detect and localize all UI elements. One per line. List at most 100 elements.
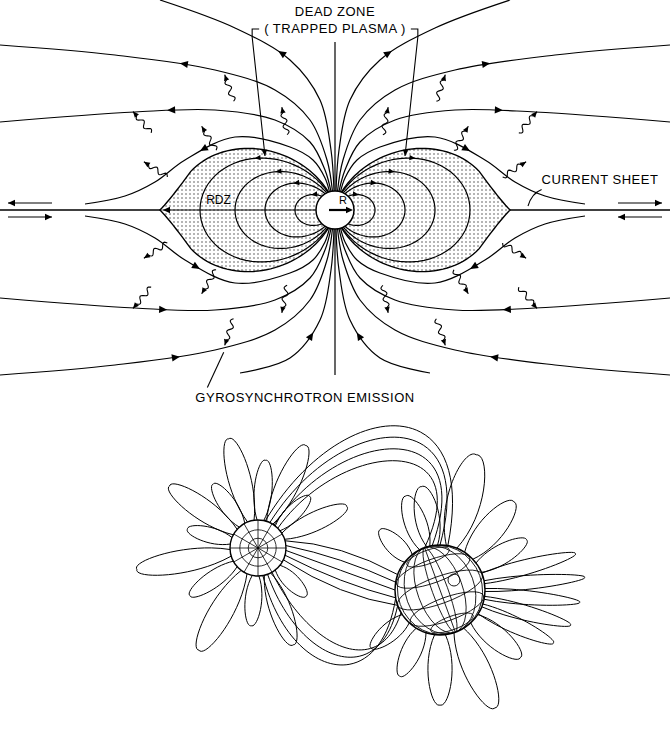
open-field-line xyxy=(338,229,670,375)
field-loop xyxy=(168,484,237,535)
star-grid xyxy=(385,533,495,646)
connecting-field-line xyxy=(285,555,396,598)
emission-arrow xyxy=(202,126,217,150)
arrowhead xyxy=(202,126,207,133)
connecting-field-line xyxy=(274,449,442,546)
leader-lines xyxy=(207,29,541,388)
field-loop xyxy=(454,628,499,709)
emission-arrow xyxy=(454,126,468,150)
star-grid xyxy=(382,532,497,647)
radius-arrow xyxy=(329,209,348,211)
bracket-leader xyxy=(252,29,265,156)
dead-zone-label: DEAD ZONE xyxy=(293,5,377,20)
star-grid xyxy=(258,548,272,572)
emission-arrow xyxy=(436,75,445,102)
arrowhead xyxy=(262,150,267,156)
arrowhead xyxy=(200,144,209,151)
field-loop xyxy=(267,445,309,525)
current-sheet-leader xyxy=(528,189,542,206)
star-grid xyxy=(258,548,286,549)
arrowhead xyxy=(133,302,139,308)
open-field-line xyxy=(341,216,586,283)
field-loop xyxy=(465,500,517,559)
magnetosphere xyxy=(0,0,670,375)
arrowhead xyxy=(618,214,625,220)
closed-field-line xyxy=(343,172,435,249)
field-loop xyxy=(282,504,348,539)
star-pole xyxy=(448,574,460,586)
radius-arrow xyxy=(163,209,316,210)
connecting-field-line xyxy=(265,426,452,546)
arrowhead xyxy=(384,306,389,312)
open-field-line xyxy=(339,229,670,311)
bracket-leader xyxy=(405,29,418,156)
current-sheet-line xyxy=(510,209,670,211)
emission-label: GYROSYNCHROTRON EMISSION xyxy=(193,391,416,406)
arrowhead xyxy=(224,339,229,346)
open-field-line xyxy=(339,109,670,191)
emission-arrow xyxy=(225,319,234,346)
star-grid xyxy=(403,540,476,640)
open-field-line xyxy=(341,137,586,204)
arrowhead xyxy=(482,61,490,68)
emission-arrow xyxy=(503,243,526,258)
emission-arrow xyxy=(519,112,537,133)
arrowhead xyxy=(503,306,511,313)
emission-arrow xyxy=(503,162,526,178)
arrowhead xyxy=(280,107,285,113)
arrowhead xyxy=(133,112,139,118)
field-loop xyxy=(379,529,413,563)
connecting-field-line xyxy=(285,541,398,575)
connecting-field-line xyxy=(286,550,395,590)
emission-leader xyxy=(207,352,223,387)
arrowhead xyxy=(520,162,527,168)
dead-zone-region xyxy=(160,148,328,271)
arrowhead xyxy=(463,287,468,294)
emission-arrow xyxy=(435,319,445,346)
arrowhead xyxy=(490,354,498,361)
open-field-line xyxy=(0,229,333,375)
emission-arrow xyxy=(225,75,235,102)
field-loop xyxy=(245,575,262,626)
arrowhead xyxy=(520,253,527,259)
star-disc xyxy=(230,520,286,576)
arrowhead xyxy=(275,168,281,173)
arrowhead xyxy=(167,106,175,113)
arrowhead xyxy=(531,302,537,308)
arrowhead xyxy=(280,306,285,312)
open-field-line xyxy=(0,229,331,311)
radius-label: RDZ xyxy=(204,194,233,208)
arrowhead xyxy=(180,61,188,68)
dead-zone-region xyxy=(342,148,510,271)
arrowhead xyxy=(384,107,389,113)
arrowhead xyxy=(441,75,446,82)
field-loop xyxy=(254,460,272,521)
arrowhead xyxy=(306,332,313,341)
field-loop xyxy=(402,495,430,549)
field-loop xyxy=(484,588,580,605)
connecting-field-line xyxy=(263,576,396,665)
emission-arrow xyxy=(144,242,167,258)
star-grid xyxy=(258,534,282,548)
emission-arrow xyxy=(133,112,152,133)
field-loop xyxy=(370,615,409,650)
arrowhead xyxy=(159,306,167,313)
field-loop xyxy=(428,635,452,706)
arrowhead xyxy=(441,339,446,346)
star-grid xyxy=(230,548,258,549)
emission-arrow xyxy=(202,270,216,294)
emission-arrow xyxy=(133,287,151,308)
arrowhead xyxy=(278,51,287,58)
connecting-field-line xyxy=(283,560,397,606)
closed-field-line xyxy=(342,158,470,262)
star-grid xyxy=(392,536,488,644)
arrowhead xyxy=(357,332,364,341)
arrowhead xyxy=(370,180,376,185)
arrowhead xyxy=(461,144,470,151)
arrowhead xyxy=(353,191,359,196)
emission-arrow xyxy=(518,287,537,308)
star-grid xyxy=(258,520,259,548)
arrowhead xyxy=(191,262,200,269)
emission-arrow xyxy=(453,270,468,294)
